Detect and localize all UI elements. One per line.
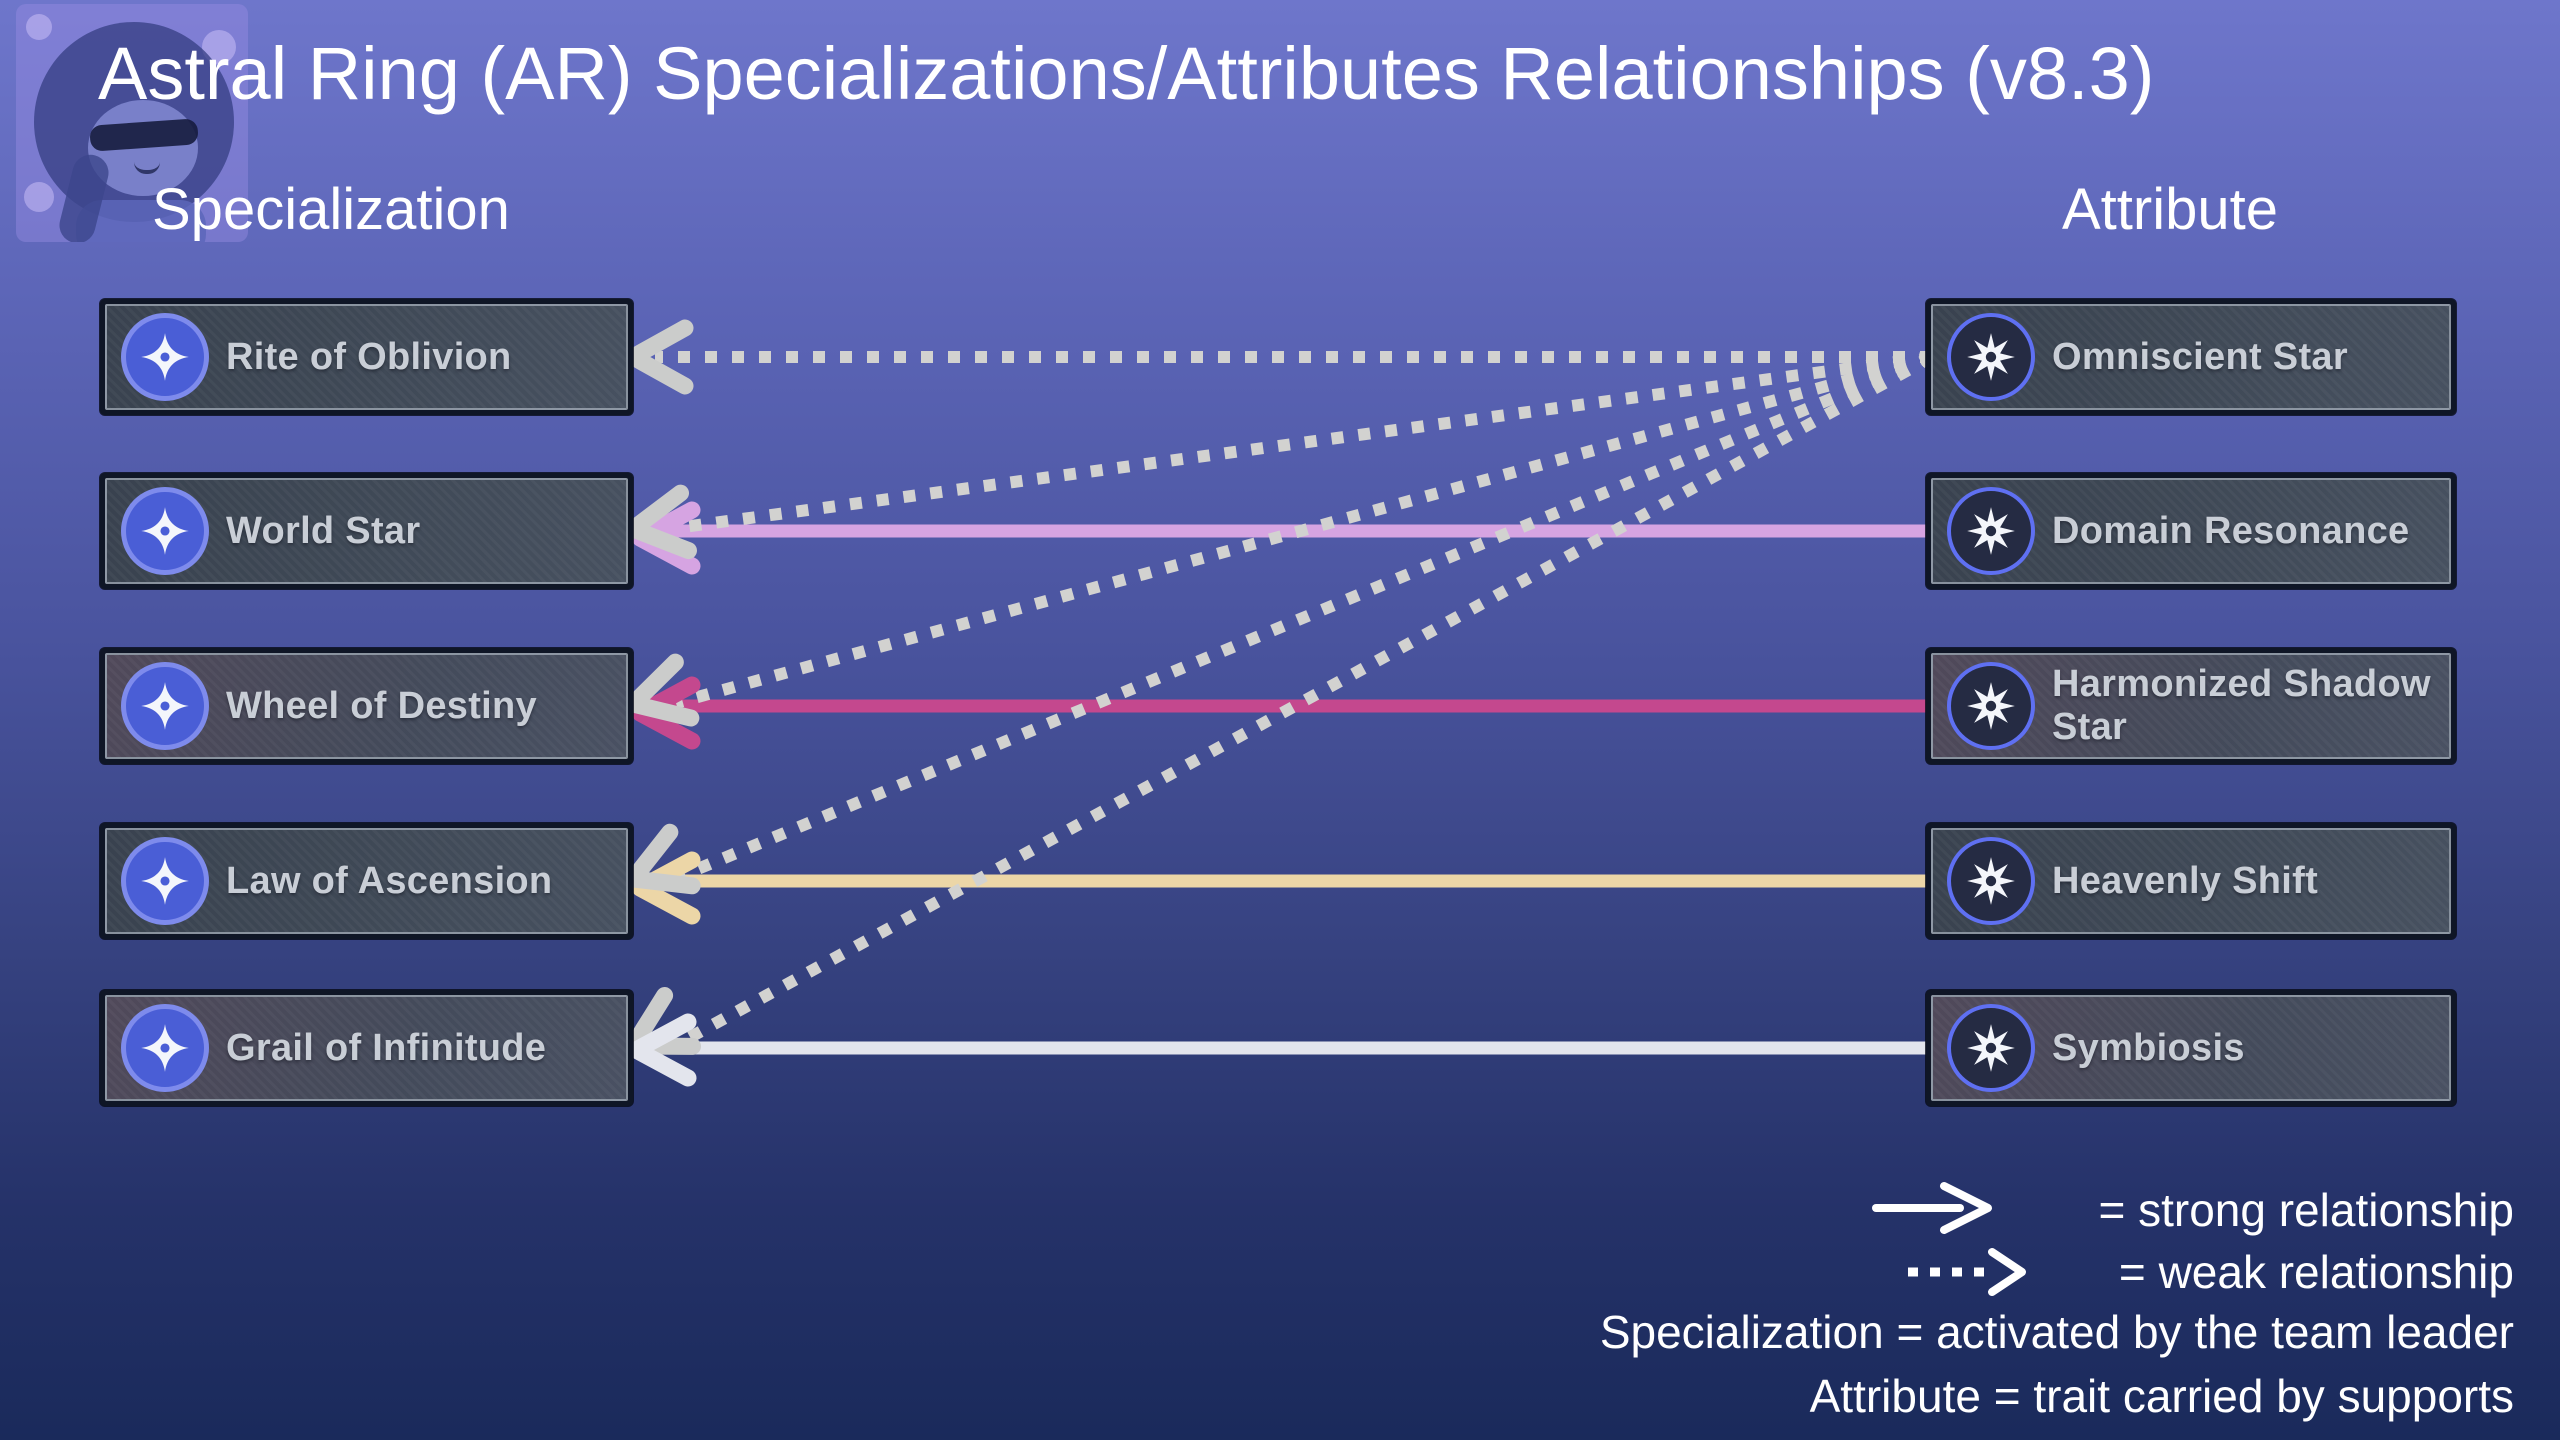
node-frame: Rite of Oblivion (105, 304, 628, 410)
node-frame: Harmonized Shadow Star (1931, 653, 2451, 759)
weak-line-omniscient-star-to-wheel-of-destiny (674, 351, 1934, 709)
wheel-of-destiny-icon (121, 662, 209, 750)
node-label: Symbiosis (2052, 1026, 2245, 1069)
strong-arrowhead-wheel-of-destiny (631, 676, 701, 750)
law-of-ascension-icon (121, 837, 209, 925)
rite-of-oblivion-icon (121, 313, 209, 401)
specialization-box-law-of-ascension: Law of Ascension (100, 823, 633, 939)
avatar-smile (134, 162, 160, 174)
omniscient-star-icon (1947, 313, 2035, 401)
specialization-box-world-star: World Star (100, 473, 633, 589)
legend-attribute-note: Attribute = trait carried by supports (1809, 1370, 2514, 1422)
flower-deco-icon (26, 14, 52, 40)
specialization-box-rite-of-oblivion: Rite of Oblivion (100, 299, 633, 415)
attribute-box-omniscient-star: Omniscient Star (1926, 299, 2456, 415)
node-frame: Heavenly Shift (1931, 828, 2451, 934)
attribute-box-symbiosis: Symbiosis (1926, 990, 2456, 1106)
legend-weak-label: = weak relationship (2118, 1246, 2514, 1298)
node-label: Rite of Oblivion (226, 335, 512, 378)
legend-strong-arrow-head (1940, 1182, 1992, 1234)
weak-line-omniscient-star-to-world-star (675, 351, 1933, 534)
specialization-box-grail-of-infinitude: Grail of Infinitude (100, 990, 633, 1106)
node-label: World Star (226, 509, 421, 552)
node-label: Wheel of Destiny (226, 684, 537, 727)
heavenly-shift-icon (1947, 837, 2035, 925)
legend-specialization-note: Specialization = activated by the team l… (1599, 1306, 2514, 1358)
node-label: Law of Ascension (226, 859, 553, 902)
attribute-box-harmonized-shadow-star: Harmonized Shadow Star (1926, 648, 2456, 764)
node-label: Omniscient Star (2052, 335, 2348, 378)
specialization-box-wheel-of-destiny: Wheel of Destiny (100, 648, 633, 764)
legend-weak-arrow-head (1988, 1248, 2026, 1296)
strong-arrowhead-grail-of-infinitude (627, 1013, 697, 1087)
avatar-image (16, 4, 248, 242)
node-frame: Omniscient Star (1931, 304, 2451, 410)
node-frame: Grail of Infinitude (105, 995, 628, 1101)
column-header-attribute: Attribute (2062, 177, 2278, 242)
weak-arrowhead-world-star (624, 484, 697, 560)
grail-of-infinitude-icon (121, 1004, 209, 1092)
node-label: Domain Resonance (2052, 509, 2410, 552)
weak-arrowhead-rite-of-oblivion (624, 319, 694, 395)
flower-deco-icon (24, 182, 54, 212)
attribute-box-heavenly-shift: Heavenly Shift (1926, 823, 2456, 939)
node-frame: Domain Resonance (1931, 478, 2451, 584)
column-header-specialization: Specialization (152, 177, 510, 242)
node-frame: Wheel of Destiny (105, 653, 628, 759)
node-frame: Symbiosis (1931, 995, 2451, 1101)
node-frame: World Star (105, 478, 628, 584)
world-star-icon (121, 487, 209, 575)
domain-resonance-icon (1947, 487, 2035, 575)
node-label: Heavenly Shift (2052, 859, 2319, 902)
node-label: Harmonized Shadow Star (2052, 663, 2431, 748)
weak-line-omniscient-star-to-law-of-ascension (673, 351, 1935, 884)
node-label: Grail of Infinitude (226, 1026, 547, 1069)
harmonized-shadow-star-icon (1947, 662, 2035, 750)
attribute-box-domain-resonance: Domain Resonance (1926, 473, 2456, 589)
strong-arrowhead-law-of-ascension (631, 851, 701, 925)
node-frame: Law of Ascension (105, 828, 628, 934)
symbiosis-icon (1947, 1004, 2035, 1092)
strong-arrowhead-world-star (631, 501, 701, 575)
weak-arrowhead-wheel-of-destiny (624, 653, 700, 727)
weak-line-omniscient-star-to-grail-of-infinitude (673, 351, 1935, 1051)
page-title: Astral Ring (AR) Specializations/Attribu… (98, 32, 2155, 115)
legend-strong-label: = strong relationship (2098, 1184, 2514, 1236)
